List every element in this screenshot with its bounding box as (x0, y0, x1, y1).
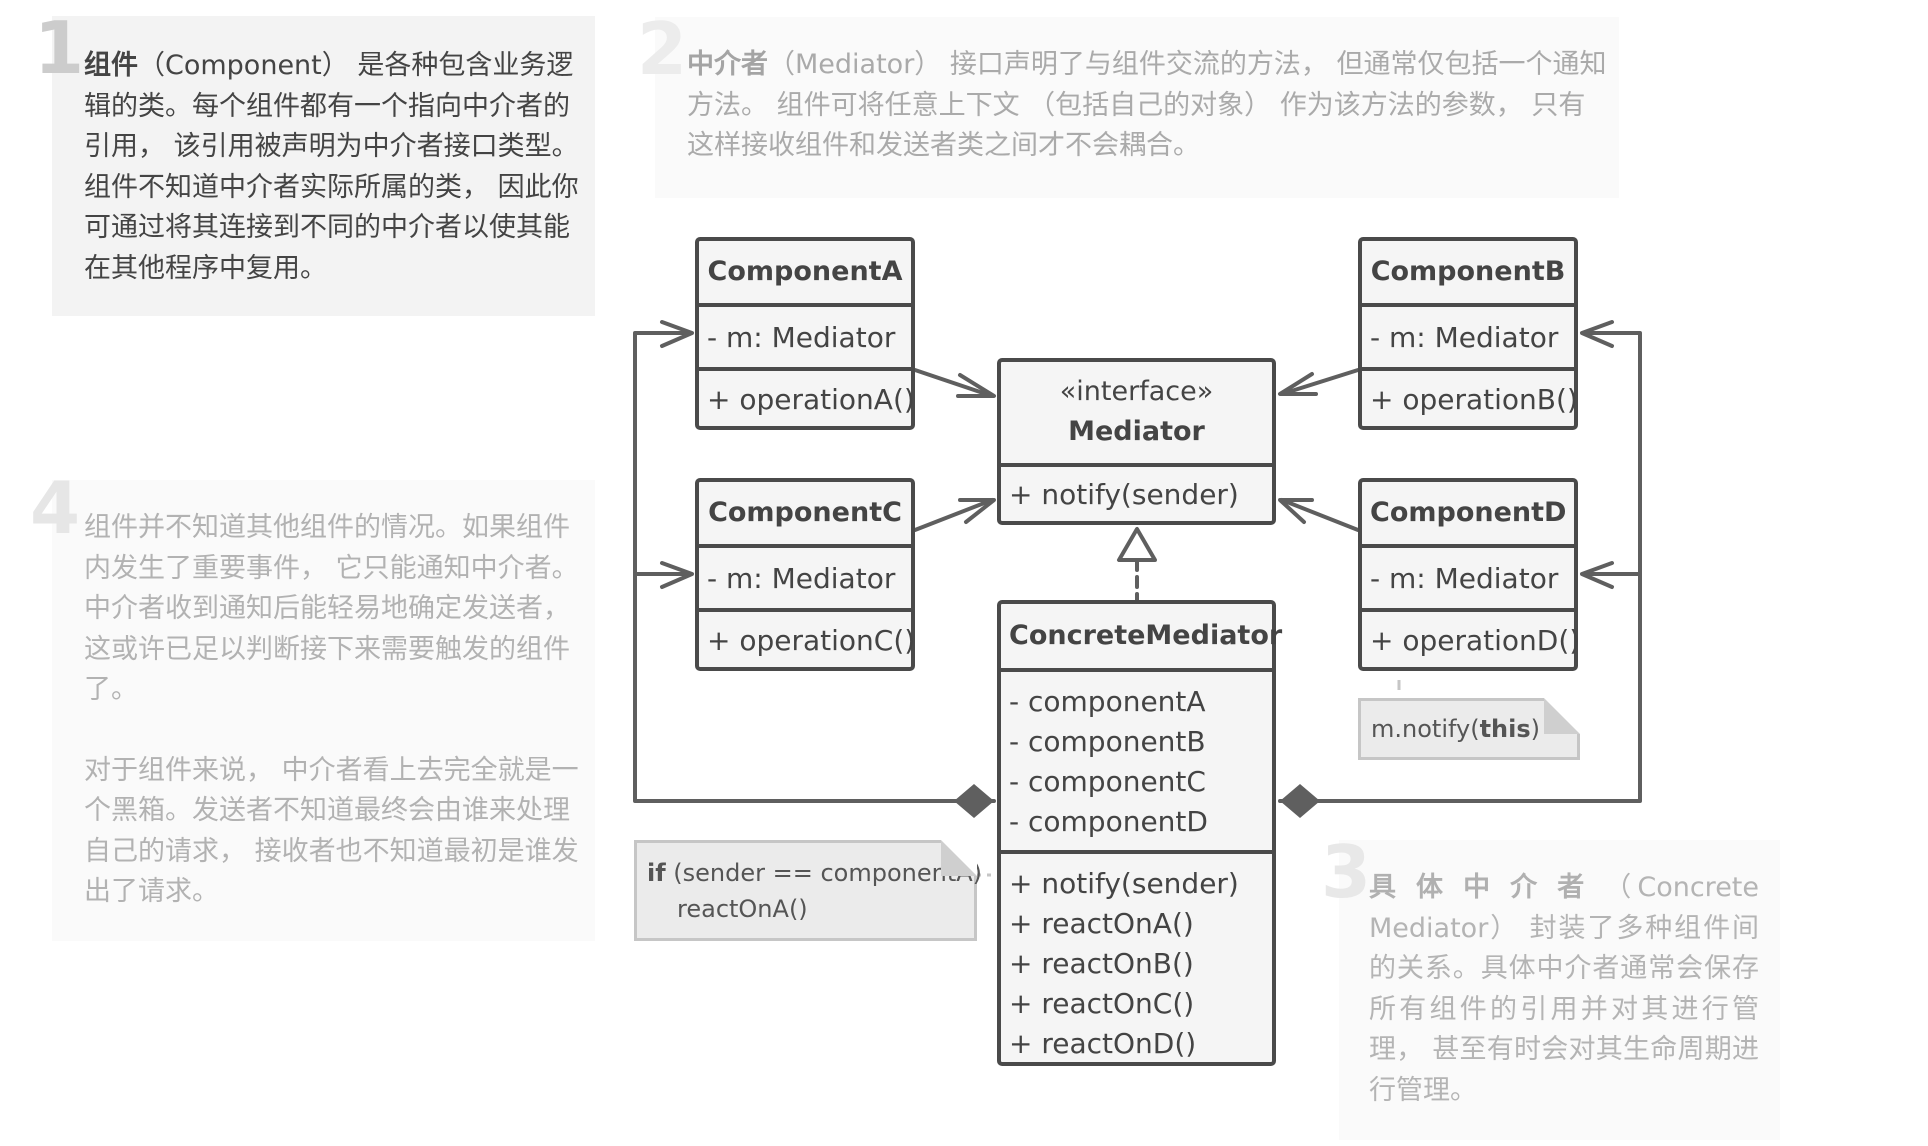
class-name: ConcreteMediator (1009, 620, 1283, 651)
class-method: + operationC() (699, 608, 915, 668)
class-name: ComponentA (707, 256, 903, 287)
class-header: «interface» Mediator (1001, 362, 1272, 463)
note-paragraph: 组件并不知道其他组件的情况。如果组件内发生了重要事件， 它只能通知中介者。中介者… (84, 512, 579, 705)
class-method: + notify(sender) (1001, 463, 1272, 521)
class-field: - componentB (1009, 725, 1206, 758)
class-method: + operationB() (1362, 367, 1578, 427)
code-condition: (sender == componentA) (665, 859, 983, 887)
class-method: + notify(sender) (1009, 867, 1239, 900)
class-name: ComponentD (1370, 497, 1567, 528)
class-field: - componentA (1009, 685, 1206, 718)
class-field: - componentC (1009, 765, 1206, 798)
class-component-c[interactable]: ComponentC - m: Mediator + operationC() (695, 478, 915, 671)
note-text: 组件（Component） 是各种包含业务逻辑的类。每个组件都有一个指向中介者的… (84, 46, 584, 289)
class-field: - m: Mediator (1362, 303, 1574, 367)
arrowhead-icon (1278, 372, 1318, 396)
class-method: + reactOnB() (1009, 947, 1194, 980)
class-stereotype: «interface» (1059, 376, 1214, 407)
class-name: ComponentB (1370, 256, 1566, 287)
note-text: 组件并不知道其他组件的情况。如果组件内发生了重要事件， 它只能通知中介者。中介者… (84, 508, 584, 913)
arrowhead-icon (1580, 561, 1614, 589)
class-component-d[interactable]: ComponentD - m: Mediator + operationD() (1358, 478, 1580, 671)
note-number: 4 (30, 466, 81, 550)
class-concrete-mediator[interactable]: ConcreteMediator - componentA - componen… (997, 600, 1283, 1066)
arrowhead-icon (660, 561, 694, 589)
note-number: 3 (1321, 830, 1372, 914)
code-prefix: m.notify( (1371, 715, 1480, 743)
class-fields: - componentA - componentB - componentC -… (1001, 668, 1272, 850)
arrowhead-icon (956, 373, 996, 398)
composition-line-right (1278, 331, 1642, 803)
class-methods: + notify(sender) + reactOnA() + reactOnB… (1001, 850, 1272, 1064)
composition-diamond-icon (1280, 784, 1320, 818)
code-note-notify: if (sender == componentA) reactOnA() (634, 840, 982, 941)
note-number: 2 (637, 7, 688, 91)
note-keyword: 中介者 (687, 49, 768, 80)
composition-line-left (633, 331, 996, 803)
code-line: if (sender == componentA) (647, 855, 982, 891)
code-keyword: this (1479, 715, 1531, 743)
class-component-b[interactable]: ComponentB - m: Mediator + operationB() (1358, 237, 1578, 430)
note-text: 中介者（Mediator） 接口声明了与组件交流的方法， 但通常仅包括一个通知方… (687, 45, 1607, 167)
arrowhead-icon (1278, 498, 1314, 524)
class-method: + operationD() (1362, 608, 1580, 668)
realization-triangle-icon (1117, 527, 1157, 562)
class-field: - componentD (1009, 805, 1208, 838)
note-body: （Component） 是各种包含业务逻辑的类。每个组件都有一个指向中介者的引用… (84, 50, 579, 284)
note-panel-3: 3 具体中介者（Concrete Mediator） 封装了多种组件间的关系。具… (1321, 836, 1780, 1140)
class-name: ComponentC (708, 497, 902, 528)
arrowhead-icon (1580, 320, 1614, 348)
class-field: - m: Mediator (1362, 544, 1574, 608)
note-fold-icon (1544, 698, 1580, 734)
association-a-mediator (913, 368, 994, 398)
class-mediator-interface[interactable]: «interface» Mediator + notify(sender) (997, 358, 1276, 525)
class-method: + reactOnD() (1009, 1027, 1197, 1060)
note-body: （Mediator） 接口声明了与组件交流的方法， 但通常仅包括一个通知方法。 … (687, 49, 1607, 161)
association-c-mediator (913, 498, 994, 532)
note-keyword: 具体中介者 (1369, 872, 1605, 903)
note-panel-2: 2 中介者（Mediator） 接口声明了与组件交流的方法， 但通常仅包括一个通… (637, 13, 1619, 198)
class-component-a[interactable]: ComponentA - m: Mediator + operationA() (695, 237, 915, 430)
class-field: - m: Mediator (699, 303, 911, 367)
note-fold-icon (941, 840, 977, 876)
class-method: + reactOnA() (1009, 907, 1194, 940)
note-body: （Concrete Mediator） 封装了多种组件间的关系。具体中介者通常会… (1369, 872, 1759, 1106)
note-panel-1: 1 组件（Component） 是各种包含业务逻辑的类。每个组件都有一个指向中介… (34, 12, 595, 316)
note-paragraph: 对于组件来说， 中介者看上去完全就是一个黑箱。发送者不知道最终会由谁来处理自己的… (84, 754, 579, 908)
composition-diamond-icon (954, 784, 994, 818)
class-method: + reactOnC() (1009, 987, 1195, 1020)
code-keyword: if (647, 859, 666, 887)
class-method: + operationA() (699, 367, 915, 427)
arrowhead-icon (958, 498, 996, 524)
class-name: Mediator (1068, 416, 1205, 447)
code-suffix: ) (1530, 715, 1541, 743)
code-line: reactOnA() (677, 895, 808, 923)
code-note-call: m.notify(this) (1358, 698, 1580, 760)
class-field: - m: Mediator (699, 544, 911, 608)
note-panel-4: 4 组件并不知道其他组件的情况。如果组件内发生了重要事件， 它只能通知中介者。中… (30, 472, 595, 941)
association-b-mediator (1280, 368, 1360, 396)
association-d-mediator (1280, 498, 1360, 532)
arrowhead-icon (660, 320, 694, 348)
note-keyword: 组件 (84, 50, 138, 81)
note-text: 具体中介者（Concrete Mediator） 封装了多种组件间的关系。具体中… (1369, 868, 1759, 1111)
note-number: 1 (34, 6, 85, 90)
